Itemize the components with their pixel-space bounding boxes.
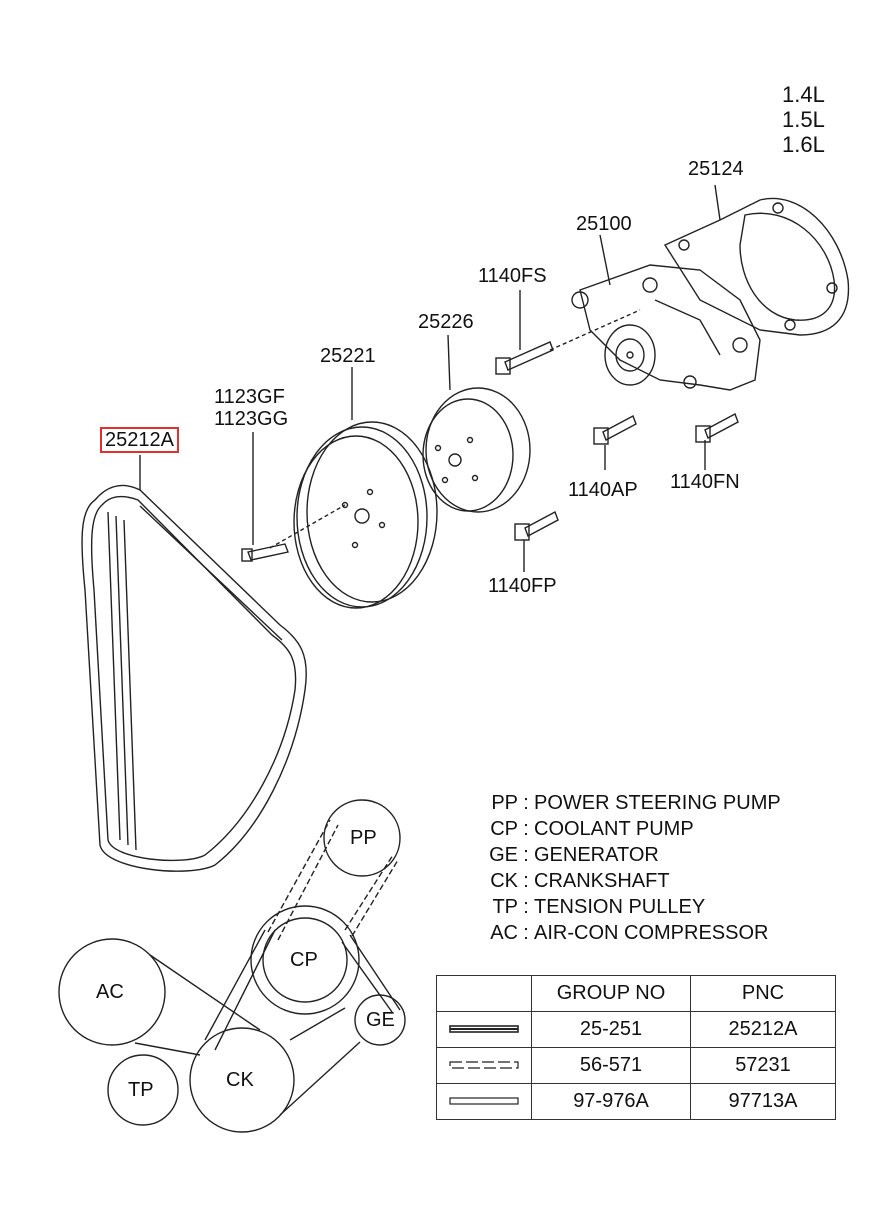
line-style-solid-cell	[436, 1011, 532, 1048]
label-belt[interactable]: 25212A	[100, 427, 179, 453]
pnc-cell[interactable]: 57231	[690, 1047, 836, 1084]
belt-routing-diagram	[58, 799, 406, 1133]
engine-size: 1.5L	[782, 107, 825, 132]
belt-part[interactable]	[81, 484, 307, 872]
legend-text: CRANKSHAFT	[534, 870, 670, 892]
label-belt-text: 25212A	[100, 427, 179, 453]
engine-size-list: 1.4L 1.5L 1.6L	[782, 82, 825, 157]
pulley-cp-label: CP	[290, 949, 318, 971]
pulley-tp-label: TP	[128, 1079, 154, 1101]
group-no-cell: 97-976A	[531, 1083, 691, 1120]
engine-size: 1.4L	[782, 82, 825, 107]
legend-code: GE	[489, 844, 518, 866]
bolt-1140fn-part[interactable]	[695, 413, 739, 443]
legend-row: CP:COOLANT PUMP	[470, 816, 781, 842]
table-row[interactable]: 25-251 25212A	[436, 1011, 836, 1048]
dashed-line-icon	[449, 1061, 519, 1069]
pulley-ge-label: GE	[366, 1009, 395, 1031]
legend-text: AIR-CON COMPRESSOR	[534, 922, 769, 944]
bolt-1140ap-part[interactable]	[593, 415, 637, 445]
pnc-cell[interactable]: 25212A	[690, 1011, 836, 1048]
table-row[interactable]: 97-976A 97713A	[436, 1083, 836, 1120]
engine-size: 1.6L	[782, 132, 825, 157]
double-solid-line-icon	[449, 1025, 519, 1033]
legend-sep: :	[523, 896, 529, 918]
table-header-cell	[436, 975, 532, 1012]
label-water-pump[interactable]: 25100	[576, 213, 632, 235]
legend-sep: :	[523, 922, 529, 944]
legend-text: COOLANT PUMP	[534, 818, 694, 840]
label-bolt-fn[interactable]: 1140FN	[670, 471, 740, 493]
label-bolt-fp[interactable]: 1140FP	[488, 575, 557, 597]
legend-code: AC	[490, 922, 518, 944]
table-header-cell: PNC	[690, 975, 836, 1012]
legend-row: PP:POWER STEERING PUMP	[470, 790, 781, 816]
legend-row: GE:GENERATOR	[470, 842, 781, 868]
legend-row: TP:TENSION PULLEY	[470, 894, 781, 920]
label-bolt-gf: 1123GF	[214, 386, 285, 408]
hollow-line-icon	[449, 1097, 519, 1105]
legend-code: PP	[491, 792, 518, 814]
label-pump-pulley[interactable]: 25226	[418, 311, 474, 333]
group-no-cell: 56-571	[531, 1047, 691, 1084]
pulley-legend: PP:POWER STEERING PUMP CP:COOLANT PUMP G…	[470, 790, 781, 946]
label-bolt-fs[interactable]: 1140FS	[478, 265, 547, 287]
legend-sep: :	[523, 870, 529, 892]
table-header-row: GROUP NO PNC	[436, 975, 836, 1012]
legend-sep: :	[523, 818, 529, 840]
pulley-ac-label: AC	[96, 981, 124, 1003]
legend-row: CK:CRANKSHAFT	[470, 868, 781, 894]
pulley-ck-label: CK	[226, 1069, 254, 1091]
table-row[interactable]: 56-571 57231	[436, 1047, 836, 1084]
bolt-1123-part[interactable]	[241, 543, 289, 562]
label-bolt-group[interactable]: 1123GF 1123GG	[214, 386, 288, 430]
legend-code: CK	[490, 870, 518, 892]
group-no-cell: 25-251	[531, 1011, 691, 1048]
label-bolt-gg: 1123GG	[214, 408, 289, 430]
legend-code: CP	[490, 818, 518, 840]
label-gasket[interactable]: 25124	[688, 158, 744, 180]
legend-row: AC:AIR-CON COMPRESSOR	[470, 920, 781, 946]
legend-text: GENERATOR	[534, 844, 659, 866]
table-header-cell: GROUP NO	[531, 975, 691, 1012]
legend-code: TP	[492, 896, 518, 918]
gasket-part[interactable]	[663, 197, 850, 336]
legend-sep: :	[523, 844, 529, 866]
pump-pulley-part[interactable]	[422, 387, 531, 513]
bolt-1140fs-part[interactable]	[495, 341, 554, 375]
label-bolt-ap[interactable]: 1140AP	[568, 479, 638, 501]
legend-text: TENSION PULLEY	[534, 896, 706, 918]
parts-table: GROUP NO PNC 25-251 25212A 56-571 57231 …	[436, 975, 836, 1120]
water-pump-part[interactable]	[571, 264, 761, 391]
bolt-1140fp-part[interactable]	[514, 511, 559, 541]
line-style-hollow-cell	[436, 1083, 532, 1120]
pnc-cell[interactable]: 97713A	[690, 1083, 836, 1120]
line-style-dashed-cell	[436, 1047, 532, 1084]
legend-text: POWER STEERING PUMP	[534, 792, 781, 814]
pulley-pp-label: PP	[350, 827, 377, 849]
crank-pulley-part[interactable]	[293, 421, 438, 609]
label-crank-pulley[interactable]: 25221	[320, 345, 376, 367]
legend-sep: :	[523, 792, 529, 814]
